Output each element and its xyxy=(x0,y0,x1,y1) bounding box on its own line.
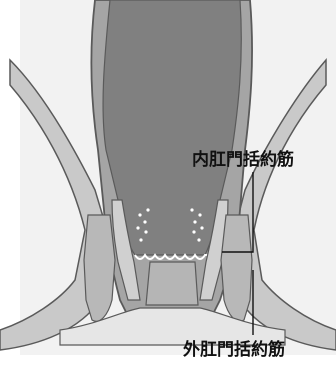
bottom-margin xyxy=(0,355,336,374)
left-margin xyxy=(0,0,20,374)
right-external-sphincter xyxy=(221,215,252,321)
external-anal-sphincter-label: 外肛門括約筋 xyxy=(183,342,285,359)
internal-anal-sphincter-label: 内肛門括約筋 xyxy=(192,152,294,169)
left-external-sphincter xyxy=(84,215,115,321)
anal-canal xyxy=(146,262,198,305)
